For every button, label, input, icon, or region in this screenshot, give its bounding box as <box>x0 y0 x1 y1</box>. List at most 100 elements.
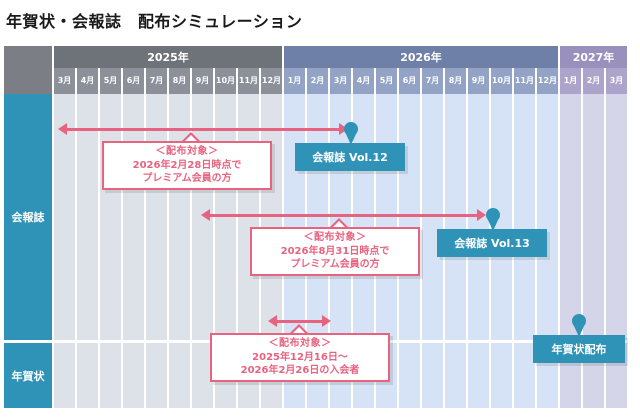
month-label: 6月 <box>402 76 417 85</box>
arrow-span-nengajo <box>276 320 326 323</box>
arrow-span-vol13 <box>209 214 482 217</box>
month-label: 5月 <box>379 76 394 85</box>
month-header-2026-08: 8月 <box>445 68 466 94</box>
arrow-span-vol12 <box>66 128 344 131</box>
page-title: 年賀状・会報誌 配布シミュレーション <box>6 12 303 31</box>
month-header-2026-07: 7月 <box>422 68 443 94</box>
month-label: 3月 <box>333 76 348 85</box>
month-label: 2月 <box>310 76 325 85</box>
month-header-2025-04: 4月 <box>77 68 98 94</box>
milestone-dot-vol13 <box>486 208 500 222</box>
year-header-2026: 2026年 <box>284 46 558 68</box>
milestone-label-nengajo: 年賀状配布 <box>533 335 625 363</box>
month-label: 2月 <box>586 76 601 85</box>
month-header-2027-02: 2月 <box>583 68 604 94</box>
month-label: 8月 <box>172 76 187 85</box>
callout-vol13: ＜配布対象＞ 2026年8月31日時点で プレミアム会員の方 <box>250 227 420 276</box>
callout-line-1: 2025年12月16日～ <box>252 351 348 363</box>
year-header-2027: 2027年 <box>560 46 627 68</box>
milestone-dot-vol12 <box>344 122 358 136</box>
month-header-2026-01: 1月 <box>284 68 305 94</box>
month-header-2025-10: 10月 <box>215 68 236 94</box>
column-band-2027-02 <box>583 94 604 408</box>
month-label: 12月 <box>261 76 282 85</box>
callout-line-2: 2026年2月26日の入会者 <box>240 365 360 377</box>
year-header-2025: 2025年 <box>54 46 282 68</box>
year-header-label: 2025年 <box>147 51 189 64</box>
arrow-head-right-nengajo <box>322 315 331 327</box>
month-header-2027-03: 3月 <box>606 68 627 94</box>
month-label: 7月 <box>149 76 164 85</box>
month-header-2025-11: 11月 <box>238 68 259 94</box>
month-header-2026-03: 3月 <box>330 68 351 94</box>
callout-line-1: 2026年8月31日時点で <box>280 245 390 257</box>
month-header-2026-11: 11月 <box>514 68 535 94</box>
year-header-label: 2026年 <box>400 51 442 64</box>
row-label-text: 会報誌 <box>11 211 45 224</box>
month-header-2026-06: 6月 <box>399 68 420 94</box>
callout-heading: ＜配布対象＞ <box>155 146 219 158</box>
callout-vol12: ＜配布対象＞ 2026年2月28日時点で プレミアム会員の方 <box>102 141 272 190</box>
column-band-2025-03 <box>54 94 75 408</box>
month-label: 9月 <box>195 76 210 85</box>
month-label: 6月 <box>126 76 141 85</box>
month-header-2025-05: 5月 <box>100 68 121 94</box>
month-label: 1月 <box>287 76 302 85</box>
month-label: 12月 <box>537 76 558 85</box>
arrow-head-left-nengajo <box>268 315 277 327</box>
milestone-label-text: 年賀状配布 <box>551 343 607 356</box>
column-band-2027-03 <box>606 94 627 408</box>
month-header-2025-08: 8月 <box>169 68 190 94</box>
month-label: 11月 <box>514 76 535 85</box>
month-label: 3月 <box>57 76 72 85</box>
month-label: 11月 <box>238 76 259 85</box>
callout-line-2: プレミアム会員の方 <box>290 259 380 271</box>
callout-line-2: プレミアム会員の方 <box>142 173 232 185</box>
arrow-head-right-vol12 <box>339 123 348 135</box>
milestone-stem-vol12 <box>346 134 356 145</box>
month-label: 8月 <box>448 76 463 85</box>
month-header-2025-07: 7月 <box>146 68 167 94</box>
month-header-2027-01: 1月 <box>560 68 581 94</box>
row-label-kaihoushi: 会報誌 <box>4 94 52 340</box>
column-band-2026-12 <box>537 94 558 408</box>
milestone-label-vol12: 会報誌 Vol.12 <box>295 143 405 171</box>
callout-nengajo: ＜配布対象＞ 2025年12月16日～ 2026年2月26日の入会者 <box>210 333 390 382</box>
callout-notch-inner-nengajo <box>292 327 306 334</box>
month-label: 4月 <box>356 76 371 85</box>
month-label: 3月 <box>609 76 624 85</box>
callout-line-1: 2026年2月28日時点で <box>132 159 242 171</box>
month-label: 9月 <box>471 76 486 85</box>
row-label-text: 年賀状 <box>11 369 45 383</box>
row-label-nengajo: 年賀状 <box>4 343 52 408</box>
month-label: 1月 <box>563 76 578 85</box>
milestone-stem-nengajo <box>574 326 584 337</box>
month-header-2026-09: 9月 <box>468 68 489 94</box>
milestone-stem-vol13 <box>488 220 498 231</box>
month-label: 7月 <box>425 76 440 85</box>
month-header-2026-12: 12月 <box>537 68 558 94</box>
month-header-2025-03: 3月 <box>54 68 75 94</box>
year-header-label: 2027年 <box>572 51 615 64</box>
milestone-dot-nengajo <box>572 314 586 328</box>
milestone-label-text: 会報誌 Vol.13 <box>454 237 530 250</box>
month-header-2026-04: 4月 <box>353 68 374 94</box>
month-header-2026-05: 5月 <box>376 68 397 94</box>
month-header-2025-06: 6月 <box>123 68 144 94</box>
arrow-head-left-vol13 <box>201 209 210 221</box>
month-label: 10月 <box>491 76 512 85</box>
month-header-2025-09: 9月 <box>192 68 213 94</box>
milestone-label-text: 会報誌 Vol.12 <box>312 151 388 164</box>
callout-notch-inner-vol13 <box>332 221 346 228</box>
callout-heading: ＜配布対象＞ <box>268 338 332 350</box>
month-label: 10月 <box>215 76 236 85</box>
month-label: 4月 <box>80 76 95 85</box>
distribution-timeline-chart: 会報誌 年賀状 2025年 2026年 2027年 3月 4月 5月 6月 7月… <box>4 46 636 408</box>
milestone-label-vol13: 会報誌 Vol.13 <box>437 229 547 257</box>
month-header-2026-02: 2月 <box>307 68 328 94</box>
arrow-head-left-vol12 <box>58 123 67 135</box>
month-header-2025-12: 12月 <box>261 68 282 94</box>
month-header-2026-10: 10月 <box>491 68 512 94</box>
column-band-2026-07 <box>422 94 443 408</box>
arrow-head-right-vol13 <box>477 209 486 221</box>
